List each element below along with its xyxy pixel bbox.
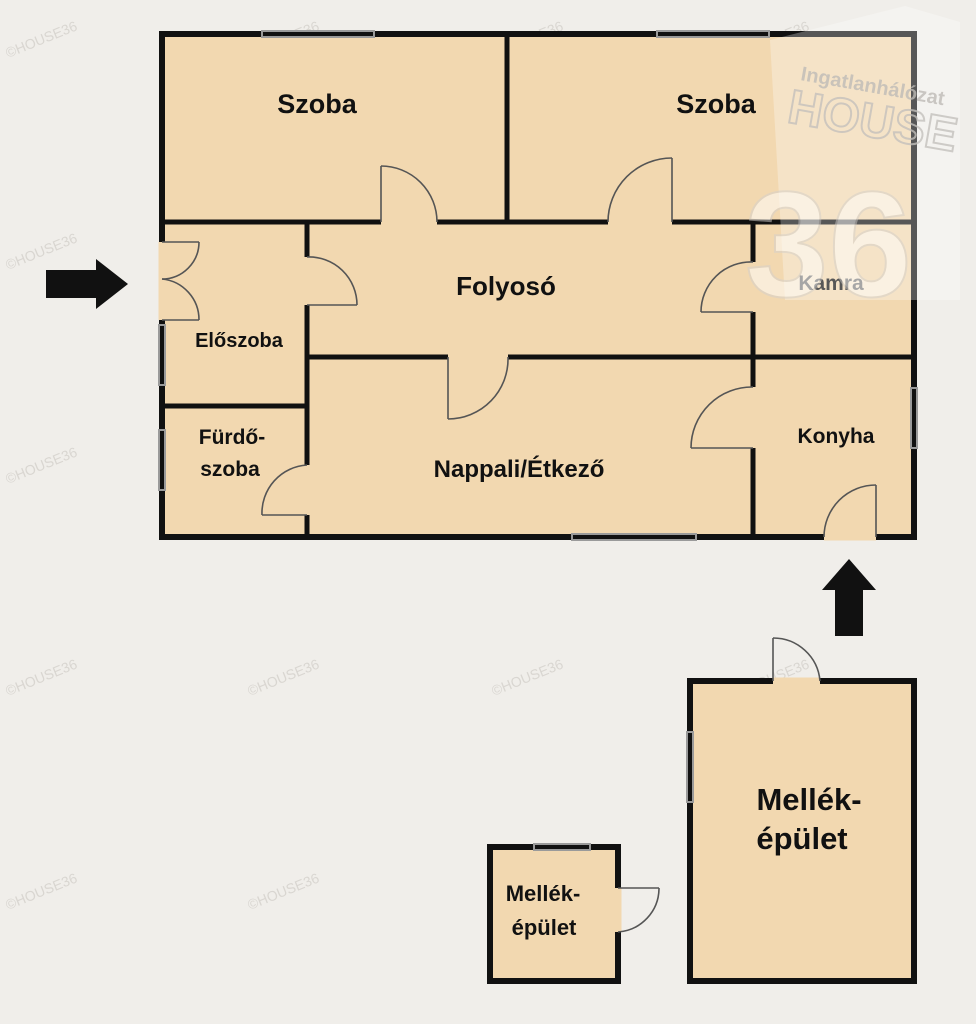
window — [533, 843, 591, 851]
door-szoba-right — [607, 157, 673, 223]
house-floor — [162, 34, 914, 537]
watermark: ©HOUSE36 — [3, 870, 79, 913]
window — [571, 533, 697, 541]
watermark: ©HOUSE36 — [489, 656, 565, 699]
room-label-furdoszoba: szoba — [200, 458, 260, 481]
door-nappali — [447, 356, 509, 420]
watermark: ©HOUSE36 — [3, 656, 79, 699]
window — [158, 324, 166, 386]
room-label-mellekepulet: Mellék- — [506, 881, 581, 906]
arrow-right-icon — [46, 259, 128, 309]
room-label-mellekepulet: Mellék- — [756, 782, 861, 817]
window — [910, 387, 918, 449]
house36-logo: Ingatlanhálózat HOUSE 36 — [744, 6, 962, 329]
door-konyha — [690, 386, 754, 449]
room-label-mellekepulet: épület — [512, 915, 577, 940]
watermark: ©HOUSE36 — [245, 870, 321, 913]
door-entrance — [161, 241, 200, 321]
doors — [161, 157, 877, 538]
room-label-konyha: Konyha — [797, 425, 874, 448]
watermark: ©HOUSE36 — [3, 230, 79, 273]
room-label-eloszoba: Előszoba — [195, 330, 284, 352]
window — [686, 731, 694, 803]
room-label-folyoso: Folyosó — [456, 271, 556, 301]
main-house: Szoba Szoba Előszoba Folyosó Kamra Fürdő… — [158, 30, 918, 541]
room-label-kamra: Kamra — [798, 272, 864, 295]
door-szoba-left — [380, 165, 438, 223]
window — [656, 30, 770, 38]
watermark: ©HOUSE36 — [3, 444, 79, 487]
outbuilding-small: Mellék- épület — [487, 843, 660, 984]
windows — [158, 30, 918, 541]
window — [261, 30, 375, 38]
door-outbuilding — [617, 887, 660, 933]
door-outbuilding — [772, 637, 821, 682]
room-label-szoba: Szoba — [277, 89, 357, 119]
room-label-szoba: Szoba — [676, 89, 756, 119]
watermark: ©HOUSE36 — [245, 656, 321, 699]
watermark: ©HOUSE36 — [3, 18, 79, 61]
logo-backdrop — [770, 6, 960, 300]
door-folyoso-left — [306, 256, 358, 306]
door-kamra — [700, 261, 754, 313]
window — [158, 429, 166, 491]
room-label-mellekepulet: épület — [756, 821, 847, 856]
logo-brand-number: 36 — [745, 160, 912, 328]
door-konyha-exterior — [823, 484, 877, 538]
outbuilding-large: Mellék- épület — [686, 637, 917, 984]
room-label-nappali: Nappali/Étkező — [434, 455, 605, 483]
door-furdo — [261, 464, 308, 516]
arrow-up-icon — [822, 559, 876, 636]
room-label-furdoszoba: Fürdő- — [199, 426, 265, 449]
